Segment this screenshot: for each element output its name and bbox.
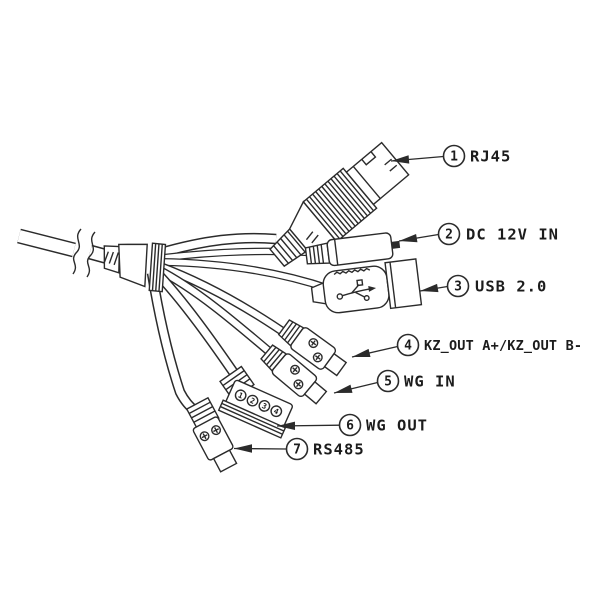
wg-in-screw-cross (292, 367, 298, 373)
callout-labels: 1 RJ45 2 DC 12V IN 3 USB 2.0 4 KZ_OUT A+… (233, 144, 582, 461)
badge-number: 7 (293, 443, 301, 458)
rs485-ribs (188, 401, 216, 423)
usb-crimp-line (333, 267, 371, 276)
number-badge (376, 369, 400, 393)
number-badge (442, 144, 466, 168)
wire-wg-out-core (152, 268, 242, 382)
terminal-number: 4 (272, 406, 280, 416)
kz-out-connector (277, 319, 348, 377)
rs485-screw-cross (201, 433, 208, 440)
wg-out-contact-stripes (220, 402, 285, 435)
dc-jack-connector (304, 232, 401, 267)
wire-usb-core (160, 259, 331, 292)
dc-body-line (333, 239, 339, 266)
arrowhead-icon (399, 233, 418, 243)
wg-out-terminal-icon (270, 405, 283, 418)
rj45-vent-marks (305, 231, 319, 244)
number-badge (437, 222, 461, 246)
cable-segment-core (17, 230, 76, 256)
label-text: RJ45 (470, 148, 511, 166)
label-kz-out: 4 KZ_OUT A+/KZ_OUT B- (351, 333, 582, 358)
usb-connector (310, 258, 423, 314)
rj45-plug-head (345, 141, 410, 206)
label-dc-12v-in: 2 DC 12V IN (398, 222, 559, 246)
number-badge (396, 333, 420, 357)
hub-boot (118, 243, 148, 288)
wg-in-screw-cross (295, 381, 302, 388)
wg-in-tip (303, 380, 328, 405)
rj45-latch-detail (352, 151, 398, 200)
terminal-number: 1 (237, 391, 245, 401)
wg-in-connector (260, 344, 328, 405)
rs485-connector (192, 416, 238, 473)
label-rs485: 7 RS485 (233, 437, 365, 461)
hub-collar-slots (103, 251, 120, 266)
arrowhead-icon (234, 444, 252, 453)
kz-strain-ribs (281, 321, 301, 344)
rj45-body-ribs (305, 170, 375, 240)
rj45-connector (269, 141, 410, 268)
wg-out-terminal-icon (234, 389, 247, 402)
terminal-number: 3 (260, 401, 268, 411)
hub-band-ribs (151, 243, 163, 292)
badge-number: 4 (404, 339, 412, 354)
usb-body (322, 265, 390, 314)
label-text: USB 2.0 (475, 278, 547, 296)
rj45-strain-ribs (273, 230, 306, 264)
dc-center-pin (391, 240, 401, 249)
usb-sleeve-line (389, 262, 397, 308)
arrowhead-icon (420, 283, 439, 293)
wg-out-connector: 1 2 3 4 (217, 379, 293, 439)
kz-screw-cross (310, 340, 317, 346)
wire-rj45-core (158, 234, 277, 257)
number-badge (285, 437, 309, 461)
wg-in-strain-ribs (263, 346, 284, 369)
label-text: RS485 (313, 441, 365, 459)
arrowhead-icon (352, 348, 371, 358)
badge-number: 2 (445, 228, 453, 243)
wire-kz-out-core (157, 263, 297, 343)
label-wg-out: 6 WG OUT (276, 413, 428, 437)
kz-screw-cross (314, 354, 321, 361)
label-rj45: 1 RJ45 (390, 144, 511, 168)
label-text: DC 12V IN (466, 226, 559, 244)
usb-trident-icon (336, 279, 377, 302)
label-wg-in: 5 WG IN (333, 369, 456, 394)
badge-number: 6 (346, 419, 354, 434)
main-cable (17, 228, 114, 278)
label-text: WG OUT (366, 417, 428, 435)
arrowhead-icon (277, 421, 296, 431)
cable-break-icon (72, 228, 82, 275)
cable-hub (103, 242, 167, 293)
kz-tip (323, 352, 348, 377)
arrowhead-icon (391, 155, 410, 164)
label-usb-2-0: 3 USB 2.0 (419, 274, 547, 298)
cable-break-icon (86, 231, 96, 278)
arrowhead-icon (334, 384, 353, 393)
badge-number: 1 (450, 150, 458, 165)
badge-number: 5 (384, 375, 392, 390)
rs485-tip (212, 449, 238, 473)
wg-out-terminal-icon (246, 394, 259, 407)
label-text: WG IN (404, 373, 456, 391)
dc-strain-ribs (308, 244, 325, 264)
terminal-number: 2 (249, 396, 257, 406)
rs485-screw-cross (213, 427, 220, 434)
wg-out-terminal-icon (258, 400, 271, 412)
badge-number: 3 (454, 280, 462, 295)
number-badge (446, 274, 470, 298)
number-badge (338, 413, 362, 437)
label-text: KZ_OUT A+/KZ_OUT B- (424, 338, 582, 354)
